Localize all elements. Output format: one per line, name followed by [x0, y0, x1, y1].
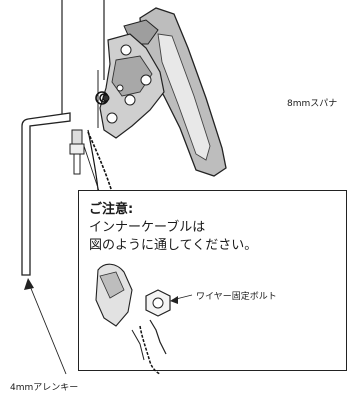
- allen-key-label: 4mmアレンキー: [10, 383, 79, 393]
- callout-leader: [83, 145, 101, 195]
- inset-anchor-plate: [149, 319, 167, 355]
- wrench-8mm: [123, 7, 227, 177]
- caution-title: ご注意:: [89, 202, 134, 217]
- brake-caliper: [99, 33, 165, 139]
- caution-text-line2: 図のように通してください。: [89, 238, 258, 253]
- wire-fixing-bolt: [145, 289, 171, 317]
- wrench-label: 8mmスパナ: [287, 99, 338, 109]
- spring-coil: [95, 91, 110, 105]
- inset-inner-cable: [139, 325, 161, 375]
- wire-fixing-bolt-label: ワイヤー固定ボルト: [196, 292, 277, 302]
- bolt-arrow: [170, 296, 178, 304]
- cable-anchor-bolt: [69, 129, 85, 175]
- caution-text-line1: インナーケーブルは: [89, 220, 206, 235]
- allen-key-4mm: [21, 112, 71, 276]
- allen-key-leader: [29, 285, 67, 375]
- allen-key-arrow: [24, 278, 34, 290]
